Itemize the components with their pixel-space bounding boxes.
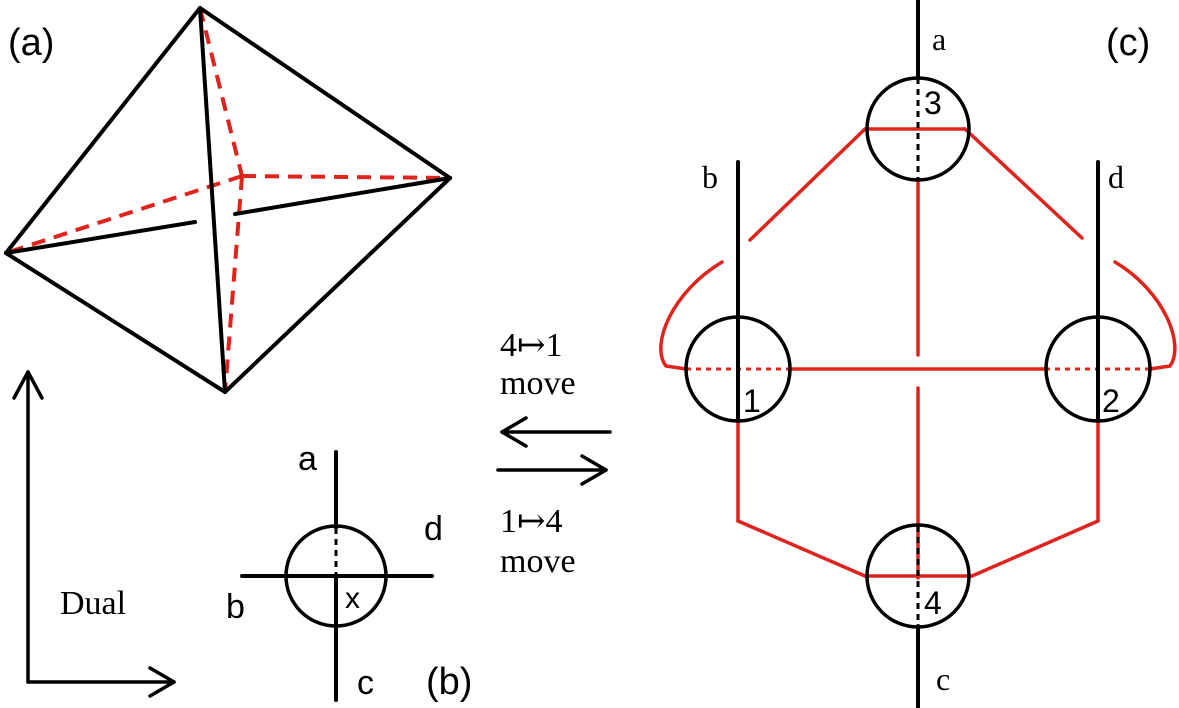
edge [223, 176, 452, 394]
panel-c-edge-d: d [1108, 159, 1124, 195]
vertex-label-2: 2 [1102, 383, 1120, 419]
arrow-left [500, 416, 612, 448]
vertex-x [240, 450, 434, 702]
vertex-3 [865, 76, 971, 182]
edge [4, 6, 202, 255]
panel-b-vertex-label: x [345, 582, 360, 615]
panel-b-edge-d: d [424, 510, 443, 548]
edge [4, 251, 227, 394]
vertex-2 [1044, 315, 1152, 423]
panel-b-edge-c: c [357, 664, 374, 702]
network [659, 0, 1177, 708]
dual-axes [12, 370, 176, 698]
move-left-expr: 4↦1 [500, 327, 563, 364]
vertex-label-4: 4 [924, 585, 942, 621]
move-right-expr: 1↦4 [500, 503, 563, 540]
panel-c-edge-c: c [936, 661, 950, 697]
hidden-edge [241, 174, 451, 180]
arrow-right [496, 454, 608, 486]
move-left-word: move [500, 365, 576, 402]
vertex-label-3: 3 [924, 85, 942, 121]
vertex-1 [684, 315, 792, 423]
edge [198, 6, 452, 180]
vertex-4 [865, 523, 971, 629]
move-right-word: move [500, 543, 576, 580]
edge [233, 176, 452, 216]
octahedron [4, 6, 452, 394]
panel-b-label: (b) [426, 661, 472, 703]
edge [198, 6, 227, 394]
panel-c-edge-b: b [702, 159, 718, 195]
panel-a-label: (a) [8, 22, 54, 64]
panel-c-edge-a: a [932, 21, 946, 57]
hidden-edge [5, 174, 243, 255]
vertex-label-1: 1 [743, 383, 761, 419]
panel-c-label: (c) [1106, 22, 1150, 64]
panel-b-edge-a: a [298, 440, 317, 478]
panel-b-edge-b: b [226, 588, 245, 626]
hidden-edge [223, 175, 244, 393]
dual-label: Dual [60, 585, 126, 622]
hidden-edge [198, 7, 244, 177]
edge [4, 220, 197, 255]
